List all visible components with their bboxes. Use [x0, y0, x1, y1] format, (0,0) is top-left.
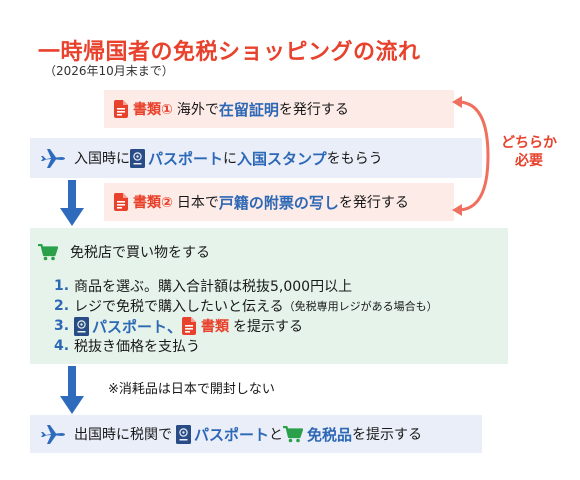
step-number: 2.	[54, 298, 70, 314]
step-text: レジで免税で購入したいと伝える	[74, 299, 284, 315]
list-item: 4. 税抜き価格を支払う	[54, 336, 438, 356]
step-number: 3.	[54, 318, 70, 334]
tax-free-items-label: 免税品	[307, 425, 353, 444]
separator: 、	[167, 317, 183, 336]
shopping-section: 免税店で買い物をする 1. 商品を選ぶ。購入合計額は税抜5,000円以上 2. …	[30, 228, 508, 364]
shopping-heading: 免税店で買い物をする	[70, 245, 210, 261]
step-text: を提示する	[233, 319, 304, 335]
step-text: を発行する	[338, 195, 409, 211]
passport-icon	[130, 148, 145, 168]
step-note: （免税専用レジがある場合も）	[283, 300, 438, 313]
step-number: 1.	[54, 278, 70, 294]
document-label: 書類	[201, 319, 230, 335]
document-icon	[114, 193, 128, 211]
either-required-note: どちらか 必要	[494, 134, 564, 170]
list-item: 3. パスポート 、 書類 を提示する	[54, 316, 438, 336]
consumables-note: ※消耗品は日本で開封しない	[108, 382, 275, 397]
page-title: 一時帰国者の免税ショッピングの流れ	[38, 40, 421, 65]
page-subtitle: （2026年10月末まで）	[44, 64, 174, 78]
shopping-cart-icon	[38, 243, 58, 261]
step-text: 海外で	[176, 102, 219, 118]
step-text: 入国時に	[74, 151, 130, 167]
flow-arrow-down	[60, 180, 84, 226]
highlight-entry-stamp: 入国スタンプ	[237, 149, 327, 168]
step-text: 商品を選ぶ。購入合計額は税抜5,000円以上	[74, 279, 353, 295]
step-number: 4.	[54, 338, 70, 354]
document-icon	[182, 317, 197, 335]
highlight-family-register: 戸籍の附票の写し	[218, 193, 339, 212]
list-item: 2. レジで免税で購入したいと伝える （免税専用レジがある場合も）	[54, 296, 438, 316]
shopping-cart-icon	[283, 425, 304, 443]
list-item: 1. 商品を選ぶ。購入合計額は税抜5,000円以上	[54, 276, 438, 296]
step-text: 税抜き価格を支払う	[74, 339, 200, 355]
step-family-register: 書類② 日本で 戸籍の附票の写し を発行する	[104, 183, 454, 221]
step-text: を発行する	[278, 102, 349, 118]
step-text: と	[269, 427, 284, 443]
passport-label: パスポート	[92, 317, 168, 336]
document-label: 書類①	[133, 102, 173, 118]
step-text: 日本で	[176, 195, 219, 211]
document-icon	[114, 100, 128, 118]
shopping-steps: 1. 商品を選ぶ。購入合計額は税抜5,000円以上 2. レジで免税で購入したい…	[54, 276, 438, 356]
either-line2: 必要	[515, 153, 543, 169]
airplane-icon	[40, 147, 66, 169]
passport-label: パスポート	[194, 425, 270, 444]
passport-label: パスポート	[148, 149, 224, 168]
step-text: をもらう	[326, 151, 383, 167]
highlight-residence-certificate: 在留証明	[218, 100, 279, 119]
passport-icon	[176, 424, 191, 444]
step-text: 出国時に税関で	[74, 427, 172, 443]
step-residence-certificate: 書類① 海外で 在留証明 を発行する	[104, 90, 454, 128]
either-line1: どちらか	[501, 135, 557, 151]
either-bracket-arrow	[452, 96, 490, 216]
step-text: を提示する	[352, 427, 423, 443]
document-label: 書類②	[133, 195, 173, 211]
airplane-icon	[40, 423, 66, 445]
step-departure: 出国時に税関で パスポート と 免税品 を提示する	[30, 415, 482, 453]
passport-icon	[74, 316, 89, 336]
flow-arrow-down	[60, 366, 84, 414]
step-text: に	[223, 151, 238, 167]
step-entry-stamp: 入国時に パスポート に 入国スタンプ をもらう	[30, 138, 482, 178]
